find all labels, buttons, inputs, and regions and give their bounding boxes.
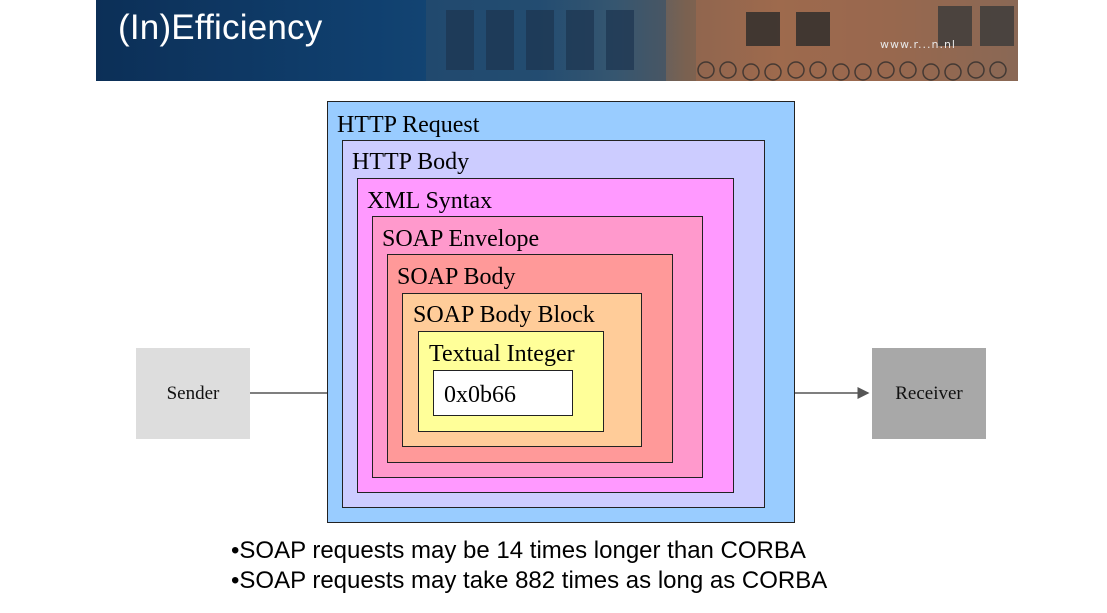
bullet-time: •SOAP requests may take 882 times as lon… (231, 567, 828, 594)
layer-label-http-request: HTTP Request (337, 112, 480, 138)
sender-label: Sender (166, 382, 220, 404)
receiver-label: Receiver (895, 382, 963, 404)
layer-label-http-body: HTTP Body (352, 149, 470, 175)
layer-label-textual-integer: Textual Integer (429, 341, 575, 367)
receiver-box: Receiver (872, 348, 986, 439)
integer-value-text: 0x0b66 (444, 382, 516, 408)
layer-label-xml-syntax: XML Syntax (367, 188, 493, 214)
header-banner: (In)Efficiency www.r...n.nl (96, 0, 1018, 81)
banner-url-text: www.r...n.nl (880, 38, 956, 51)
banner-photo-building (426, 0, 1018, 81)
layer-label-soap-envelope: SOAP Envelope (382, 226, 540, 252)
layer-label-soap-body: SOAP Body (397, 264, 516, 290)
integer-value-box: 0x0b66 (433, 370, 573, 416)
sender-box: Sender (136, 348, 250, 439)
slide-title: (In)Efficiency (118, 8, 323, 47)
layer-label-soap-body-block: SOAP Body Block (413, 302, 595, 328)
bullet-length: •SOAP requests may be 14 times longer th… (231, 537, 806, 564)
